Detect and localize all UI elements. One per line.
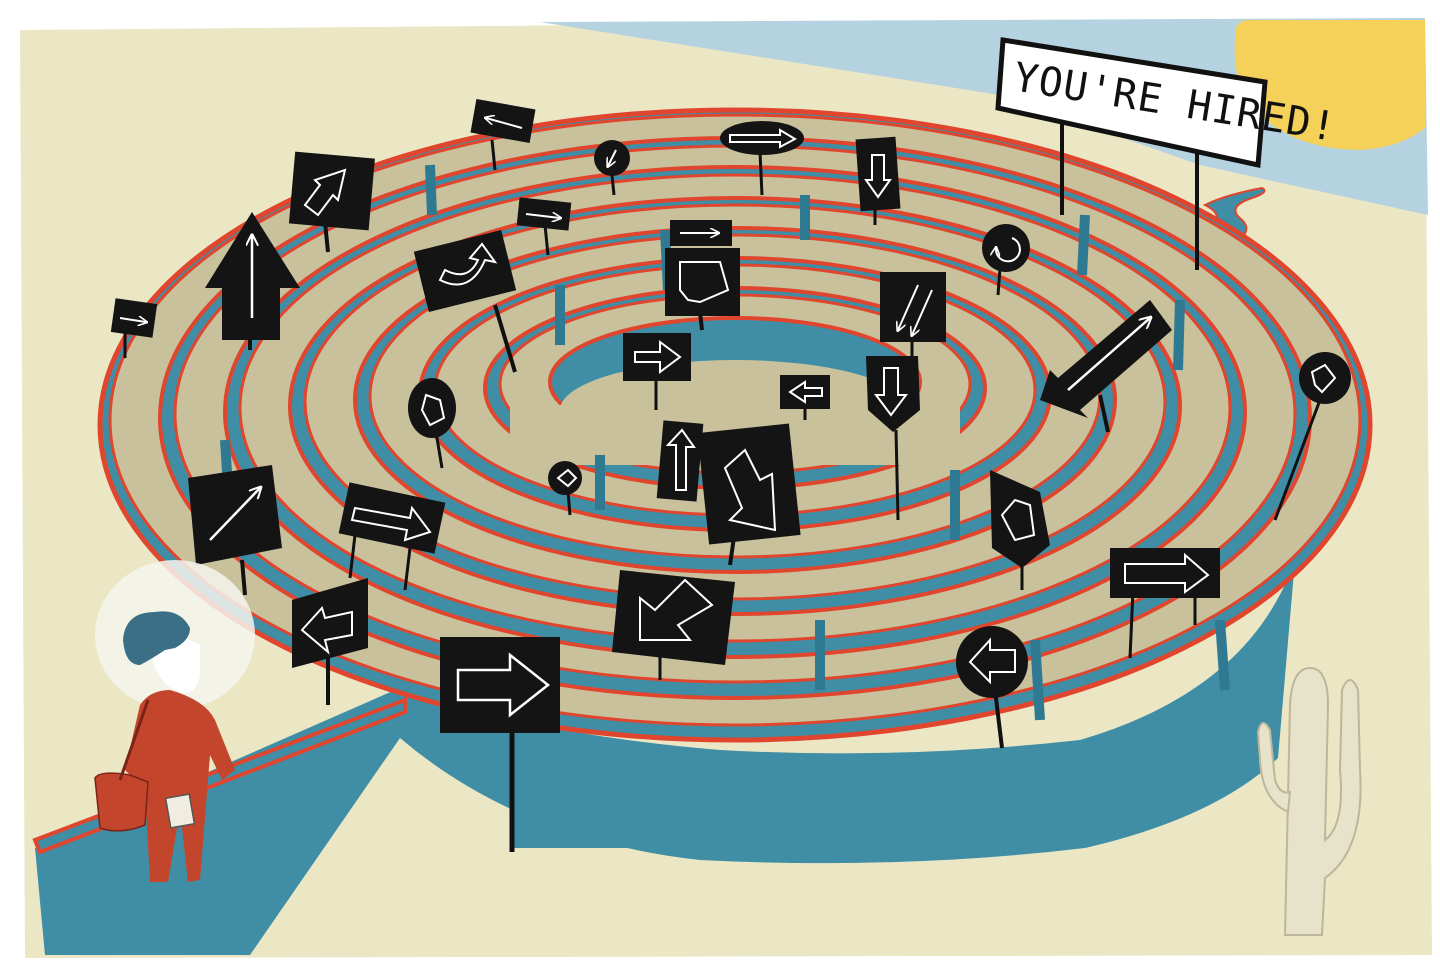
sign-big-diagonal bbox=[1040, 300, 1172, 433]
sign-arrow-right-entrance bbox=[440, 637, 560, 852]
arrow-right-icon bbox=[1124, 552, 1210, 594]
sign-arrow-up-narrow bbox=[656, 420, 704, 502]
sign-double-arrow bbox=[665, 220, 740, 331]
arrow-diagonal-icon bbox=[209, 488, 260, 541]
sign-arrow-right-oval bbox=[720, 121, 804, 196]
sign-arrow-left-inner bbox=[780, 375, 830, 420]
sign-double-diagonal bbox=[880, 272, 946, 360]
sign-northeast-large bbox=[188, 465, 282, 596]
arrow-right-icon bbox=[634, 340, 682, 374]
sign-arrow-right-small bbox=[110, 298, 158, 358]
sign-circle-right-edge bbox=[1273, 352, 1351, 521]
arrow-right-icon bbox=[556, 468, 578, 488]
arrow-up-icon bbox=[665, 428, 696, 491]
arrow-diagonal-icon bbox=[912, 289, 933, 335]
sign-arrow-right-box bbox=[1110, 548, 1220, 659]
arrow-right-icon bbox=[350, 505, 432, 542]
sign-circle-down bbox=[594, 140, 630, 196]
sign-arrow-left-top bbox=[470, 99, 536, 171]
arrow-diagonal-icon bbox=[1067, 318, 1150, 391]
arrow-left-icon bbox=[486, 118, 523, 129]
u-turn-icon bbox=[438, 242, 498, 286]
arrow-up-icon bbox=[420, 393, 446, 427]
sun bbox=[1234, 20, 1425, 150]
arrow-left-icon bbox=[300, 606, 353, 655]
direction-signs bbox=[110, 99, 1351, 852]
front-wall bbox=[510, 738, 1020, 848]
cactus bbox=[1256, 666, 1362, 936]
arrow-diagonal-icon bbox=[639, 578, 714, 641]
sign-arrow-down-tall bbox=[855, 136, 901, 225]
arrow-down-icon bbox=[608, 149, 617, 166]
sign-circle-left-large bbox=[956, 626, 1028, 749]
arrow-diagonal-icon bbox=[898, 284, 919, 330]
arrow-diagonal-icon bbox=[303, 168, 347, 217]
sign-arrow-left-low bbox=[292, 578, 368, 705]
sign-arrow-southwest bbox=[612, 570, 735, 680]
sign-shield-down bbox=[866, 356, 920, 521]
sign-shield-left bbox=[990, 470, 1050, 590]
circular-arrow-icon bbox=[996, 237, 1021, 263]
arrow-down-icon bbox=[864, 154, 892, 199]
arrow-diagonal-icon bbox=[723, 448, 777, 532]
sign-arrow-right-mid bbox=[516, 197, 572, 256]
arrow-left-icon bbox=[968, 637, 1016, 685]
arrow-right-icon bbox=[119, 318, 146, 322]
arrow-down-icon bbox=[874, 367, 908, 417]
sign-arrow-down-big bbox=[697, 423, 801, 566]
arrow-right-icon bbox=[1310, 363, 1337, 394]
sign-uturn bbox=[413, 230, 517, 373]
arrow-right-icon bbox=[456, 652, 551, 718]
sign-arrow-right-inner bbox=[623, 333, 691, 410]
sign-arrow-northeast bbox=[288, 151, 375, 253]
sign-circle-tiny bbox=[548, 461, 582, 516]
arrow-right-icon bbox=[525, 214, 560, 218]
sign-arrow-right-tilted bbox=[338, 482, 446, 591]
arrow-left-icon bbox=[1000, 498, 1036, 542]
arrow-diagonal-icon bbox=[679, 261, 730, 304]
arrow-left-icon bbox=[788, 380, 823, 404]
job-seeker-figure bbox=[94, 560, 255, 882]
sky bbox=[540, 18, 1428, 215]
sign-circular-arrow bbox=[982, 224, 1030, 296]
maze-rings bbox=[97, 107, 1373, 743]
sign-arrow-up bbox=[205, 212, 300, 350]
arrow-right-icon bbox=[729, 128, 798, 149]
sign-circle-small bbox=[408, 378, 456, 469]
